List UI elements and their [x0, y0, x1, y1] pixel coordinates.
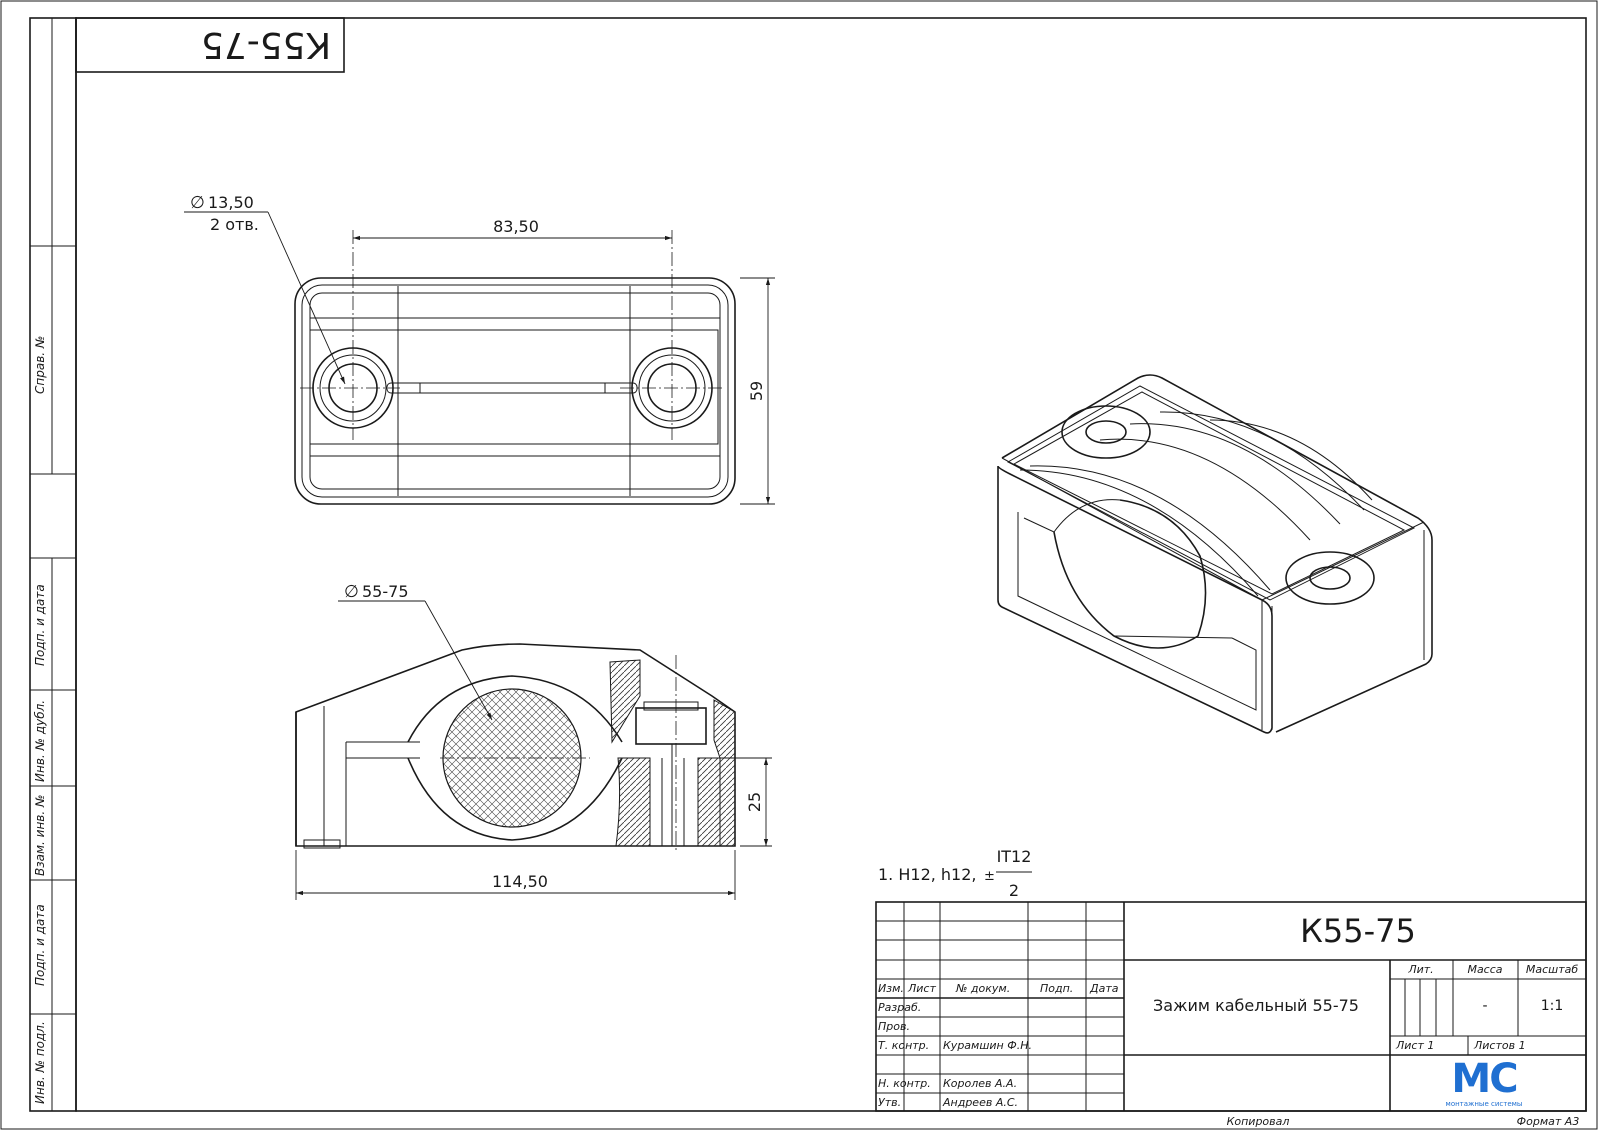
dim-hole-diameter: ∅ 13,50 2 отв. — [184, 193, 346, 385]
dim-cable-diameter: ∅ 55-75 — [338, 582, 493, 721]
side-label-inv-podl: Инв. № подл. — [33, 1021, 47, 1104]
tolerance-note: 1. H12, h12, ± IT12 2 — [878, 847, 1032, 900]
scale-value: 1:1 — [1541, 998, 1564, 1014]
tolerance-denominator: 2 — [1009, 881, 1019, 900]
dim-hole-count: 2 отв. — [210, 215, 259, 234]
header-no-dokum: № докум. — [955, 982, 1010, 995]
top-view — [294, 230, 736, 505]
side-label-vzam-inv: Взам. инв. № — [33, 795, 47, 876]
side-label-inv-dubl: Инв. № дубл. — [33, 700, 47, 782]
logo-mark: МС — [1451, 1056, 1516, 1102]
header-data: Дата — [1089, 982, 1119, 995]
title-name: Зажим кабельный 55-75 — [1153, 996, 1359, 1015]
diameter-symbol: ∅ — [190, 193, 205, 213]
row-utv: Утв. — [878, 1096, 901, 1109]
title-designation: К55-75 — [1300, 912, 1416, 950]
dim-height: 25 — [720, 757, 772, 847]
row-n-kontr: Н. контр. — [878, 1077, 931, 1090]
dim-width-value: 59 — [747, 381, 766, 401]
company-logo: МС монтажные системы — [1446, 1056, 1523, 1108]
sheet-number: Лист 1 — [1395, 1039, 1434, 1052]
dim-hole-diameter-value: 13,50 — [208, 193, 254, 212]
dim-length-value: 114,50 — [492, 872, 548, 891]
side-label-sprav: Справ. № — [33, 336, 47, 394]
dim-hole-spacing-value: 83,50 — [493, 217, 539, 236]
header-izm: Изм. — [878, 982, 904, 995]
sheet-count: Листов 1 — [1473, 1039, 1526, 1052]
dim-cable-diameter-value: 55-75 — [362, 582, 409, 601]
dim-height-value: 25 — [745, 792, 764, 812]
row-razrab: Разраб. — [878, 1001, 921, 1014]
header-list: Лист — [907, 982, 936, 995]
dim-hole-spacing: 83,50 — [353, 217, 672, 241]
format-label: Формат А3 — [1517, 1115, 1580, 1128]
mirrored-stamp: К55-75 — [75, 17, 345, 73]
tolerance-numerator: IT12 — [997, 847, 1032, 866]
tolerance-plus-minus: ± — [984, 869, 995, 884]
header-lit: Лит. — [1407, 963, 1433, 976]
mass-value: - — [1482, 998, 1487, 1014]
person-utv: Андреев А.С. — [942, 1096, 1018, 1109]
dim-width: 59 — [740, 277, 775, 505]
dim-length: 114,50 — [295, 850, 736, 900]
side-label-podp-data-2: Подп. и дата — [33, 904, 47, 986]
header-massa: Масса — [1467, 963, 1502, 976]
side-label-podp-data-1: Подп. и дата — [33, 584, 47, 666]
mirrored-stamp-text: К55-75 — [201, 24, 331, 65]
tolerance-prefix: 1. H12, h12, — [878, 865, 977, 884]
copied-label: Копировал — [1227, 1115, 1290, 1128]
title-block: Изм. Лист № докум. Подп. Дата Разраб. Пр… — [875, 901, 1587, 1128]
diameter-symbol-2: ∅ — [344, 582, 359, 602]
header-podp: Подп. — [1040, 982, 1073, 995]
logo-tagline: монтажные системы — [1446, 1100, 1523, 1108]
side-view — [295, 643, 736, 852]
person-n-kontr: Королев А.А. — [943, 1077, 1017, 1090]
person-t-kontr: Курамшин Ф.Н. — [943, 1039, 1032, 1052]
row-t-kontr: Т. контр. — [878, 1039, 929, 1052]
row-prov: Пров. — [878, 1020, 910, 1033]
header-masshtab: Масштаб — [1526, 963, 1578, 976]
isometric-view — [997, 374, 1433, 734]
